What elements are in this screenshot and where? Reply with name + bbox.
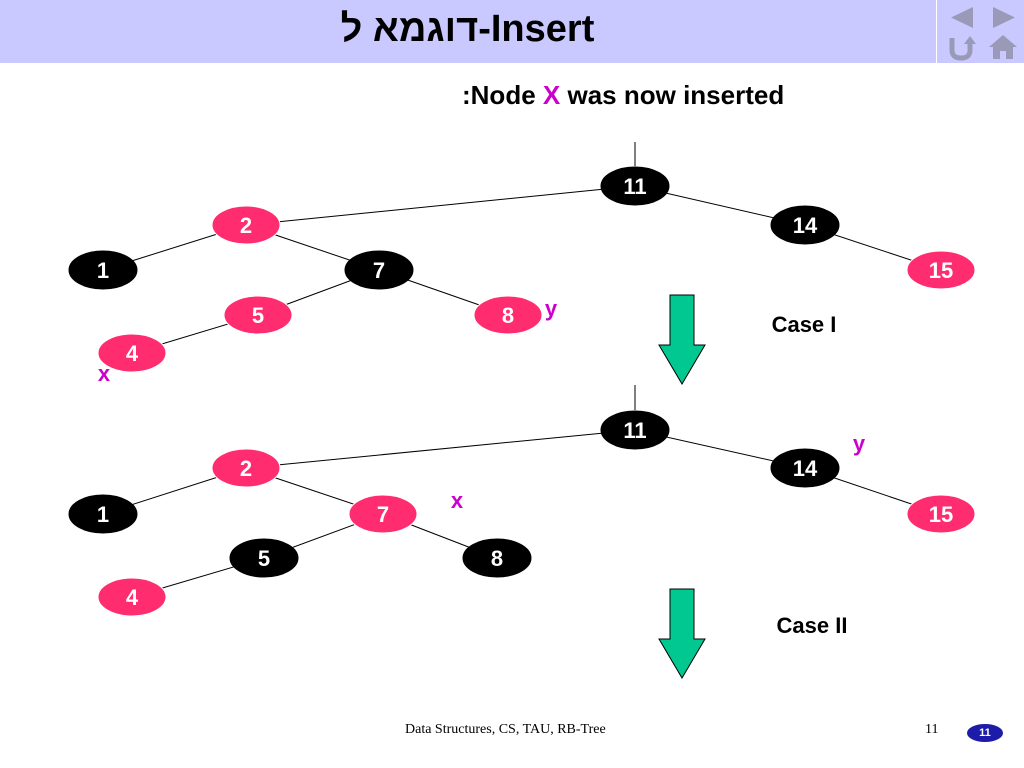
node-label: 11 — [623, 174, 646, 199]
navigation-panel — [936, 0, 1024, 63]
node-11 — [600, 166, 670, 206]
node-label: 4 — [126, 341, 139, 366]
tree-edge — [245, 185, 636, 226]
case-label: Case I — [772, 312, 837, 337]
node-label: 2 — [240, 456, 252, 481]
tree-edge — [245, 429, 636, 469]
node-15 — [906, 494, 976, 534]
node-label: 8 — [502, 303, 514, 328]
case-label: Case II — [777, 613, 848, 638]
node-8 — [462, 538, 532, 578]
node-label: 15 — [929, 258, 953, 283]
return-icon[interactable] — [941, 32, 985, 63]
node-15 — [906, 250, 976, 290]
tree-1: 11 2 14 1 7 15 5 8 4 y x — [68, 142, 976, 386]
node-7 — [344, 250, 414, 290]
annotation-y: y — [853, 431, 866, 456]
node-1 — [68, 494, 138, 534]
node-4 — [97, 577, 167, 617]
subtitle-var: X — [542, 80, 561, 110]
node-label: 14 — [793, 456, 818, 481]
node-4 — [97, 333, 167, 373]
tree-2: 11 2 14 1 7 15 5 8 4 y x — [68, 385, 976, 617]
node-label: 4 — [126, 585, 139, 610]
subtitle: :Node X was now inserted — [462, 80, 784, 111]
node-label: 1 — [97, 258, 109, 283]
annotation-y: y — [545, 296, 558, 321]
page-number: 11 — [925, 722, 939, 737]
node-14 — [770, 205, 840, 245]
node-2 — [211, 205, 281, 245]
annotation-x: x — [98, 361, 111, 386]
node-label: 8 — [491, 546, 503, 571]
node-11 — [600, 410, 670, 450]
node-14 — [770, 448, 840, 488]
node-label: 2 — [240, 213, 252, 238]
down-arrow-icon — [658, 294, 706, 385]
down-arrow-icon — [658, 588, 706, 679]
node-5 — [229, 538, 299, 578]
subtitle-suffix: was now inserted — [567, 80, 785, 110]
node-1 — [68, 250, 138, 290]
page-badge: 11 — [967, 724, 1003, 742]
node-5 — [223, 295, 293, 335]
prev-arrow-icon[interactable] — [941, 2, 985, 33]
node-label: 15 — [929, 502, 953, 527]
footer-text: Data Structures, CS, TAU, RB-Tree — [405, 722, 606, 737]
slide-header — [0, 0, 1024, 63]
subtitle-prefix: :Node — [462, 80, 536, 110]
node-label: 7 — [373, 258, 385, 283]
node-label: 11 — [623, 418, 646, 443]
slide-title: דוגמא ל-Insert — [340, 8, 595, 50]
node-label: 5 — [258, 546, 270, 571]
node-label: 7 — [377, 502, 389, 527]
node-label: 5 — [252, 303, 264, 328]
home-icon[interactable] — [981, 32, 1024, 63]
next-arrow-icon[interactable] — [981, 2, 1024, 33]
node-label: 1 — [97, 502, 109, 527]
node-label: 14 — [793, 213, 818, 238]
node-2 — [211, 448, 281, 488]
node-7 — [348, 494, 418, 534]
node-8 — [473, 295, 543, 335]
annotation-x: x — [451, 488, 464, 513]
